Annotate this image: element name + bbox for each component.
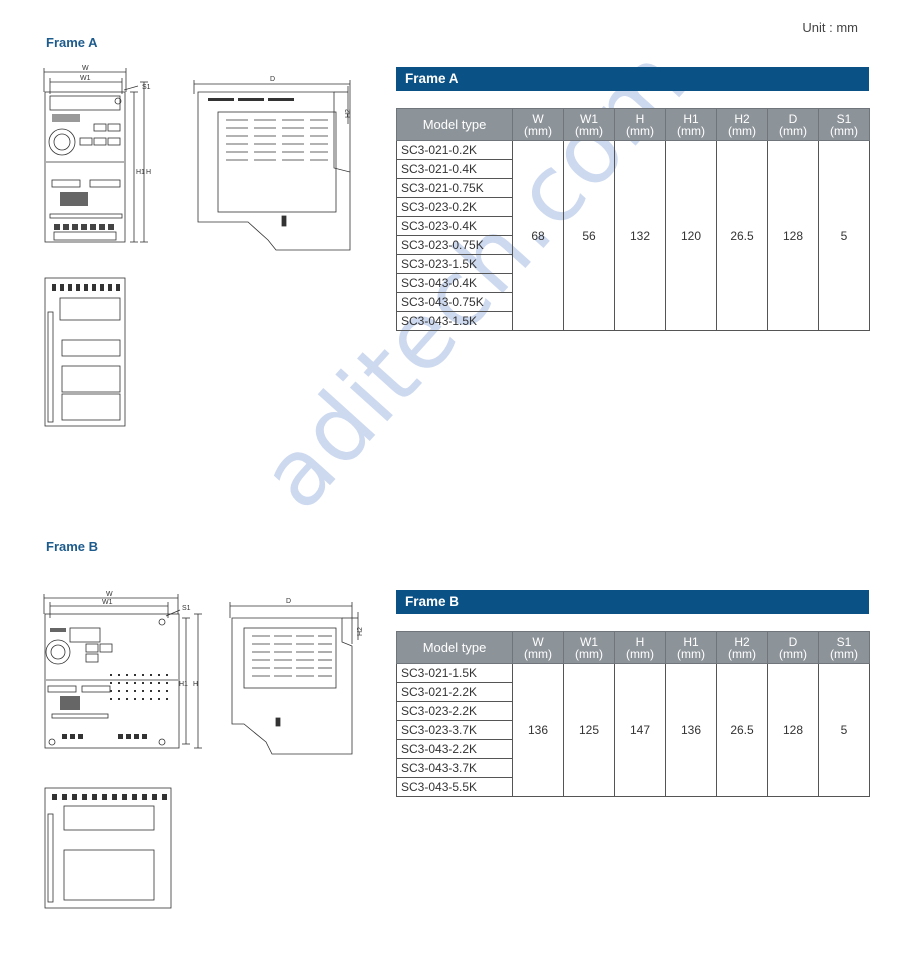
model-cell: SC3-021-2.2K — [396, 682, 513, 702]
value-w: 136 — [512, 663, 564, 797]
table-row: SC3-043-5.5K — [396, 777, 870, 797]
dim-h-label: H — [193, 681, 198, 688]
header-d: D(mm) — [767, 108, 819, 141]
frame-a-spec-table: Model type W(mm) W1(mm) H(mm) H1(mm) H2(… — [396, 108, 870, 331]
header-w: W(mm) — [512, 108, 564, 141]
model-cell: SC3-021-0.4K — [396, 159, 513, 179]
value-d: 128 — [767, 140, 819, 331]
table-row: SC3-023-0.75K — [396, 235, 870, 255]
dim-h1-label: H1 — [179, 681, 188, 688]
model-cell: SC3-021-0.75K — [396, 178, 513, 198]
unit-label: Unit : mm — [802, 20, 858, 35]
dim-d-label: D — [286, 598, 291, 605]
frame-b-bottom-drawing — [44, 787, 172, 909]
dim-w1-label: W1 — [102, 599, 113, 606]
model-cell: SC3-043-0.75K — [396, 292, 513, 312]
model-cell: SC3-043-2.2K — [396, 739, 513, 759]
model-cell: SC3-043-3.7K — [396, 758, 513, 778]
table-row: SC3-021-0.2K 68 56 132 120 26.5 128 5 — [396, 140, 870, 331]
dim-s1-label: S1 — [142, 84, 151, 91]
dim-s1-label: S1 — [182, 605, 191, 612]
frame-a-front-drawing: W W1 S1 H1 H — [43, 65, 151, 243]
frame-b-front-drawing: W W1 S1 H1 H — [43, 591, 202, 749]
value-h: 132 — [614, 140, 666, 331]
frame-a-heading: Frame A — [46, 35, 98, 50]
frame-b-bar: Frame B — [396, 590, 869, 614]
header-h: H(mm) — [614, 108, 666, 141]
header-d: D(mm) — [767, 631, 819, 664]
dim-h2-label: H2 — [357, 627, 364, 636]
value-h2: 26.5 — [716, 663, 768, 797]
header-h2: H2(mm) — [716, 108, 768, 141]
frame-b-side-drawing: D H2 — [229, 598, 364, 755]
frame-b-header-row: Model type W(mm) W1(mm) H(mm) H1(mm) H2(… — [396, 631, 870, 664]
frame-a-bar: Frame A — [396, 67, 869, 91]
model-cell: SC3-043-0.4K — [396, 273, 513, 293]
dim-d-label: D — [270, 76, 275, 83]
value-d: 128 — [767, 663, 819, 797]
frame-b-spec-table: Model type W(mm) W1(mm) H(mm) H1(mm) H2(… — [396, 631, 870, 797]
model-cell: SC3-043-1.5K — [396, 311, 513, 331]
header-h1: H1(mm) — [665, 631, 717, 664]
table-row: SC3-021-0.75K — [396, 178, 870, 198]
model-cell: SC3-021-1.5K — [396, 663, 513, 683]
table-row: SC3-023-1.5K — [396, 254, 870, 274]
dim-w1-label: W1 — [80, 75, 91, 82]
model-cell: SC3-043-5.5K — [396, 777, 513, 797]
value-s1: 5 — [818, 140, 870, 331]
value-w1: 56 — [563, 140, 615, 331]
value-h2: 26.5 — [716, 140, 768, 331]
model-cell: SC3-023-3.7K — [396, 720, 513, 740]
frame-a-side-drawing: D H2 — [193, 76, 352, 251]
header-s1: S1(mm) — [818, 631, 870, 664]
model-cell: SC3-023-1.5K — [396, 254, 513, 274]
header-h2: H2(mm) — [716, 631, 768, 664]
header-w: W(mm) — [512, 631, 564, 664]
model-cell: SC3-023-0.75K — [396, 235, 513, 255]
dim-h1-label: H1 — [136, 169, 145, 176]
value-h: 147 — [614, 663, 666, 797]
dim-w-label: W — [106, 591, 113, 598]
frame-a-bottom-drawing — [44, 277, 126, 427]
value-s1: 5 — [818, 663, 870, 797]
model-cell: SC3-021-0.2K — [396, 140, 513, 160]
model-cell: SC3-023-2.2K — [396, 701, 513, 721]
dim-w-label: W — [82, 65, 89, 72]
header-w1: W1(mm) — [563, 108, 615, 141]
header-s1: S1(mm) — [818, 108, 870, 141]
header-w1: W1(mm) — [563, 631, 615, 664]
frame-a-header-row: Model type W(mm) W1(mm) H(mm) H1(mm) H2(… — [396, 108, 870, 141]
value-w: 68 — [512, 140, 564, 331]
model-cell: SC3-023-0.2K — [396, 197, 513, 217]
frame-b-heading: Frame B — [46, 539, 99, 554]
model-cell: SC3-023-0.4K — [396, 216, 513, 236]
table-row: SC3-023-0.2K — [396, 197, 870, 217]
header-model-type: Model type — [396, 631, 513, 664]
table-row: SC3-043-1.5K — [396, 311, 870, 331]
header-h1: H1(mm) — [665, 108, 717, 141]
table-row: SC3-043-2.2K — [396, 739, 870, 759]
header-model-type: Model type — [396, 108, 513, 141]
value-w1: 125 — [563, 663, 615, 797]
value-h1: 136 — [665, 663, 717, 797]
value-h1: 120 — [665, 140, 717, 331]
table-row: SC3-021-1.5K 136 125 147 136 26.5 128 5 — [396, 663, 870, 797]
header-h: H(mm) — [614, 631, 666, 664]
dim-h2-label: H2 — [345, 109, 352, 118]
dim-h-label: H — [146, 169, 151, 176]
